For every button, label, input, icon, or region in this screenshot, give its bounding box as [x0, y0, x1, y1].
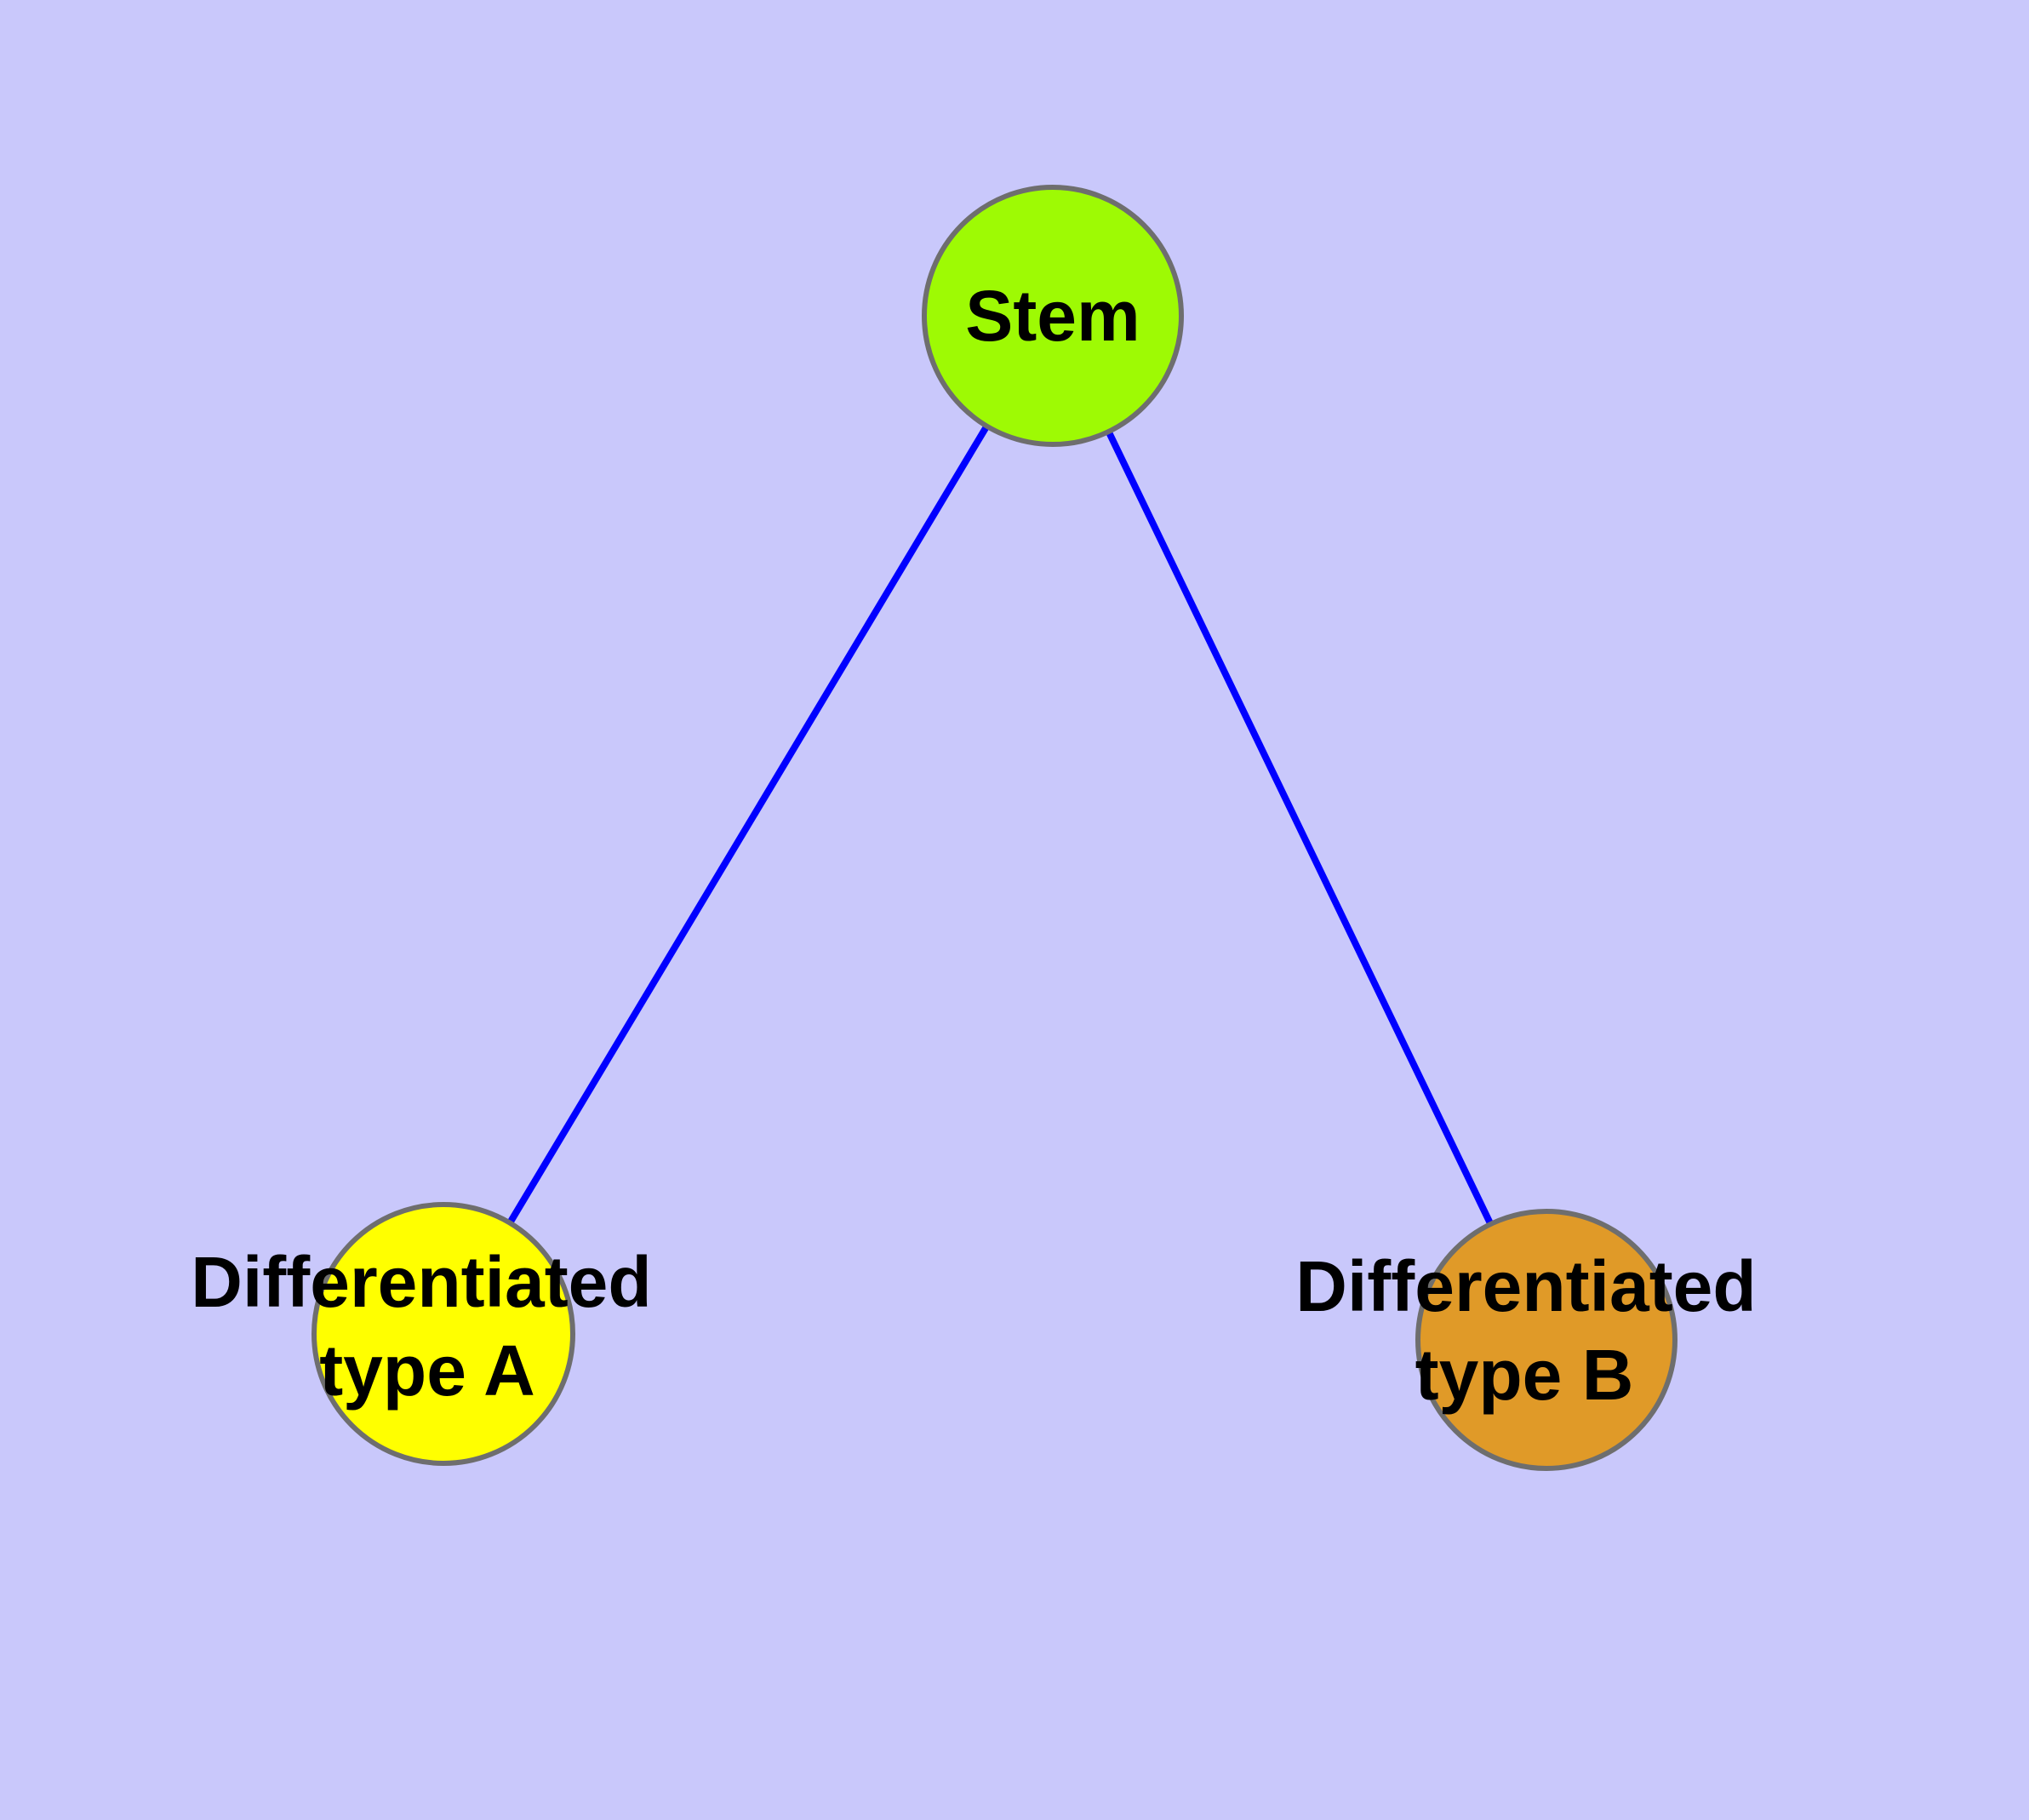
node-circle-differentiated-type-a[interactable] — [311, 1202, 575, 1466]
node-stem[interactable] — [922, 185, 1184, 447]
node-label-differentiated-type-a-line1: Differentiated — [191, 1242, 651, 1322]
node-label-differentiated-type-a-line2: type A — [319, 1331, 535, 1411]
node-circle-stem[interactable] — [922, 185, 1184, 447]
label-layer: Stem Differentiated type A Differentiate… — [191, 276, 1756, 1415]
edge-layer — [506, 424, 1495, 1226]
edge-stem-to-differentiated-type-b[interactable] — [1105, 430, 1495, 1226]
node-differentiated-type-b[interactable] — [1415, 1209, 1677, 1471]
node-differentiated-type-a[interactable] — [311, 1202, 575, 1466]
node-circle-differentiated-type-b[interactable] — [1415, 1209, 1677, 1471]
node-label-differentiated-type-b-line1: Differentiated — [1295, 1246, 1756, 1326]
node-label-differentiated-type-b-line2: type B — [1415, 1335, 1634, 1415]
node-layer — [311, 185, 1677, 1471]
edge-stem-to-differentiated-type-a[interactable] — [506, 424, 990, 1225]
node-label-stem: Stem — [965, 276, 1140, 356]
